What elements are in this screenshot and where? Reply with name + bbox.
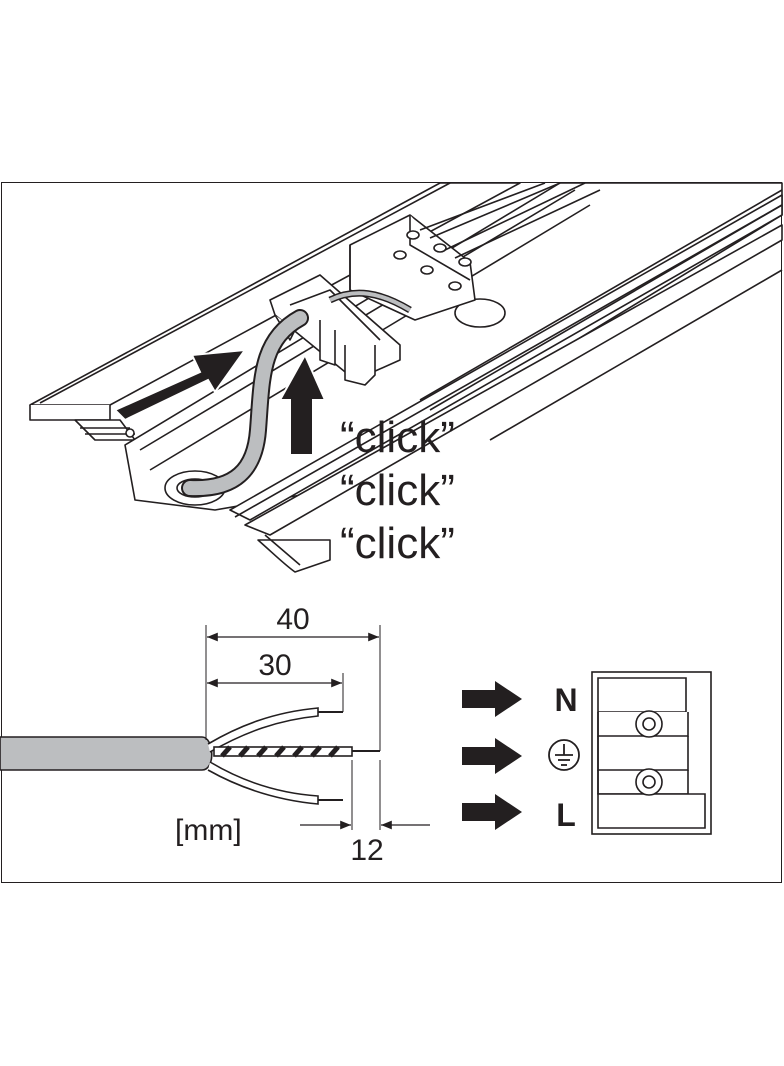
cable-clip [269, 274, 401, 386]
terminal-label-l: L [556, 797, 576, 833]
click-label-3: “click” [340, 519, 455, 568]
rail-lower-flange [257, 539, 331, 573]
rail-front-profile [229, 194, 783, 521]
terminal-block [591, 671, 712, 835]
earth-ground-icon [548, 739, 580, 771]
conductor-lower [207, 761, 319, 805]
arrow-n-icon [462, 681, 522, 717]
arrow-earth-icon [462, 738, 522, 774]
arrow-push-up-icon [278, 352, 327, 456]
conductor-upper [207, 707, 319, 753]
rail-left-lip [74, 419, 136, 441]
click-label-2: “click” [340, 466, 455, 515]
cable-jacket [0, 736, 213, 771]
dim-outer-label: 40 [276, 603, 309, 636]
click-label-1: “click” [340, 413, 455, 462]
arrow-l-icon [462, 794, 522, 830]
terminal-label-n: N [554, 682, 577, 718]
click-labels: “click” “click” “click” [340, 413, 455, 568]
insertion-arrows [113, 348, 327, 456]
feed-cable [181, 289, 412, 498]
cable-strip-diagram: 40 30 12 [mm] [0, 603, 430, 867]
rail-slot [454, 298, 506, 328]
dim-inner-label: 30 [258, 649, 291, 682]
unit-label: [mm] [175, 814, 242, 847]
terminal-diagram: N L [462, 671, 712, 835]
dim-strip-label: 12 [350, 834, 383, 867]
arrow-insert-diagonal-icon [113, 348, 248, 422]
